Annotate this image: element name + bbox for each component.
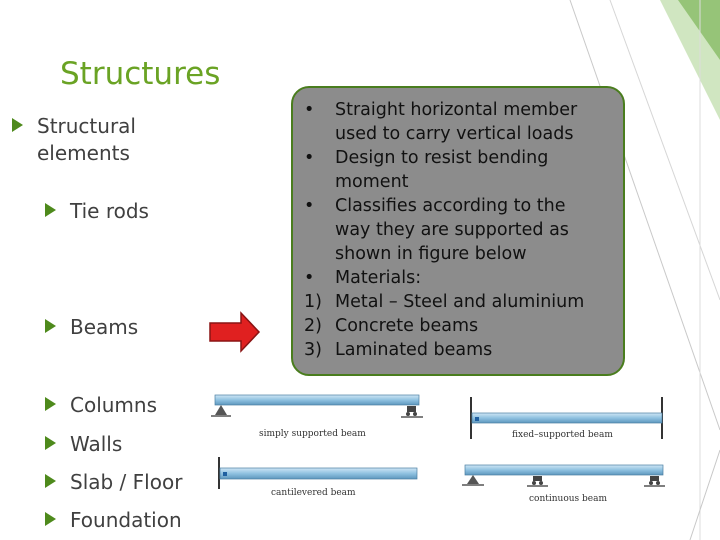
- bullet-label: Foundation: [70, 508, 182, 532]
- bullet-label: Tie rods: [70, 199, 149, 223]
- caption-cantilevered: cantilevered beam: [271, 488, 356, 498]
- roller-support-icon: [527, 476, 548, 487]
- bullet-foundation: Foundation: [45, 507, 182, 534]
- bullet-arrow-icon: [45, 436, 56, 450]
- callout-line: 3) Laminated beams: [304, 338, 584, 362]
- callout-line: • Materials:: [304, 266, 584, 290]
- callout-line: moment: [304, 170, 584, 194]
- bullet-arrow-icon: [45, 203, 56, 217]
- caption-continuous: continuous beam: [529, 494, 607, 504]
- callout-line: used to carry vertical loads: [304, 122, 584, 146]
- callout-marker: •: [304, 100, 315, 120]
- callout-line: 1) Metal – Steel and aluminium: [304, 290, 584, 314]
- bullet-arrow-icon: [45, 512, 56, 526]
- bullet-label: Beams: [70, 315, 139, 339]
- bullet-label-line: Structural: [37, 114, 136, 138]
- red-arrow-icon: [209, 311, 261, 353]
- callout-line: • Design to resist bending: [304, 146, 584, 170]
- bullet-label: Walls: [70, 432, 123, 456]
- callout-item-text: shown in figure below: [335, 244, 527, 264]
- pin-support-icon: [462, 475, 484, 486]
- callout-item-text: way they are supported as: [335, 220, 569, 240]
- slide-title: Structures: [60, 56, 221, 92]
- bullet-arrow-icon: [45, 397, 56, 411]
- bullet-arrow-icon: [45, 319, 56, 333]
- beam-types-figure: simply supported beam fixed–supported be…: [207, 383, 674, 518]
- fixed-supported-beam-diagram: fixed–supported beam: [470, 397, 663, 440]
- caption-fixed-supported: fixed–supported beam: [512, 430, 613, 440]
- beam-info-callout: • Straight horizontal member used to carr…: [291, 86, 625, 376]
- callout-line: 2) Concrete beams: [304, 314, 584, 338]
- callout-line: way they are supported as: [304, 218, 584, 242]
- bullet-label: Columns: [70, 393, 158, 417]
- callout-marker: •: [304, 196, 315, 216]
- callout-line: shown in figure below: [304, 242, 584, 266]
- caption-simply-supported: simply supported beam: [259, 429, 366, 439]
- callout-item-text: used to carry vertical loads: [335, 124, 574, 144]
- callout-marker: 1): [304, 292, 322, 312]
- callout-item-text: Classifies according to the: [335, 196, 566, 216]
- corner-decoration: [569, 0, 720, 540]
- callout-item-text: Concrete beams: [335, 316, 479, 336]
- bullet-label: Structural elements: [37, 113, 136, 167]
- bullet-tie-rods: Tie rods: [45, 198, 149, 225]
- callout-text: • Straight horizontal member used to carr…: [304, 98, 584, 362]
- roller-support-icon: [644, 476, 665, 487]
- callout-item-text: Laminated beams: [335, 340, 493, 360]
- callout-marker: •: [304, 268, 315, 288]
- bullet-arrow-icon: [45, 474, 56, 488]
- bullet-beams: Beams: [45, 314, 138, 341]
- bullet-arrow-icon: [12, 118, 23, 132]
- bullet-structural-elements: Structural elements: [12, 113, 136, 167]
- callout-item-text: Design to resist bending: [335, 148, 549, 168]
- callout-line: • Classifies according to the: [304, 194, 584, 218]
- bullet-label-line: elements: [37, 141, 130, 165]
- cantilevered-beam-diagram: cantilevered beam: [218, 457, 418, 498]
- callout-marker: 3): [304, 340, 322, 360]
- bullet-label: Slab / Floor: [70, 470, 183, 494]
- bullet-walls: Walls: [45, 431, 122, 458]
- pin-support-icon: [211, 405, 231, 417]
- callout-marker: 2): [304, 316, 322, 336]
- roller-support-icon: [401, 406, 423, 418]
- callout-item-text: Straight horizontal member: [335, 100, 578, 120]
- bullet-columns: Columns: [45, 392, 157, 419]
- callout-item-text: moment: [335, 172, 409, 192]
- simply-supported-beam-diagram: simply supported beam: [211, 394, 423, 439]
- bullet-slab-floor: Slab / Floor: [45, 469, 182, 496]
- callout-item-text: Metal – Steel and aluminium: [335, 292, 585, 312]
- callout-item-text: Materials:: [335, 268, 422, 288]
- callout-line: • Straight horizontal member: [304, 98, 584, 122]
- callout-marker: •: [304, 148, 315, 168]
- continuous-beam-diagram: continuous beam: [462, 464, 665, 504]
